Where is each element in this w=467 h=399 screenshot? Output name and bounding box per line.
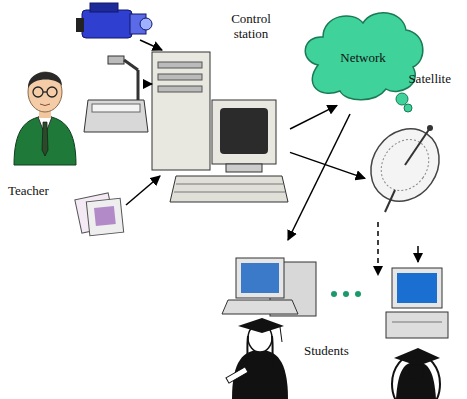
satellite-dish	[357, 116, 453, 215]
student-graduate	[226, 318, 288, 399]
ellipsis-dots	[331, 291, 361, 297]
cloud-bubble	[404, 104, 412, 112]
teacher-figure	[14, 72, 76, 165]
input-arrow	[126, 176, 160, 205]
control-station: Control station	[150, 12, 290, 207]
node-label: Satellite	[365, 72, 455, 87]
satellite: Satellite	[365, 72, 455, 212]
input-arrow	[140, 40, 162, 50]
node-label: Network	[298, 5, 428, 66]
video-camera	[76, 3, 152, 38]
network-cloud: Network	[298, 5, 428, 113]
input-arrow	[146, 83, 152, 85]
distribution-arrow	[417, 246, 419, 262]
student-computer	[222, 258, 316, 316]
distribution-arrow	[377, 222, 379, 275]
connector-arrow	[290, 105, 337, 129]
students-label: Students	[304, 344, 349, 359]
cloud-bubble	[396, 93, 408, 105]
connector-arrow	[290, 152, 365, 178]
slides	[75, 193, 124, 236]
student-computer	[386, 268, 448, 338]
teacher-label: Teacher	[8, 184, 49, 199]
distribution-arrow	[288, 114, 350, 240]
overhead-projector	[84, 56, 148, 132]
control-computer	[152, 52, 288, 202]
student-graduate	[392, 348, 440, 399]
node-label: Control station	[216, 12, 286, 42]
